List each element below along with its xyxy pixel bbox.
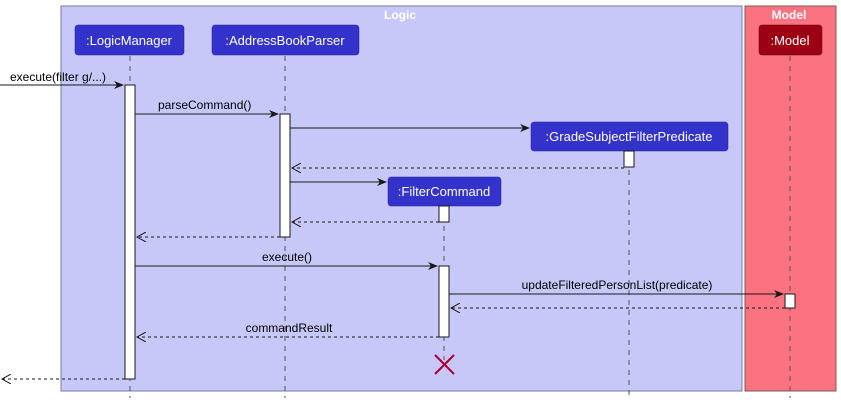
model-label: :Model [770, 33, 809, 48]
predicate-activation [623, 150, 635, 168]
predicate-label: :GradeSubjectFilterPredicate [546, 129, 713, 144]
model-group-title: Model [772, 8, 807, 22]
command-result-label: commandResult [246, 321, 333, 335]
update-filtered-label: updateFilteredPersonList(predicate) [522, 278, 713, 292]
address-book-parser-label: :AddressBookParser [225, 33, 345, 48]
parse-command-label: parseCommand() [158, 98, 251, 112]
model-head [758, 24, 823, 56]
filter-command-activation-1 [438, 205, 450, 223]
filter-command-activation-2 [438, 265, 450, 338]
address-book-parser-activation [279, 113, 291, 238]
logic-group-title: Logic [384, 8, 416, 22]
filter-command-label: :FilterCommand [398, 184, 490, 199]
execute-filter-label: execute(filter g/...) [10, 70, 106, 84]
destroy-marker [434, 354, 455, 375]
address-book-parser-head [211, 24, 360, 56]
model-activation [784, 293, 796, 309]
logic-manager-head [74, 24, 185, 56]
logic-manager-activation [124, 84, 136, 380]
execute-label: execute() [262, 250, 312, 264]
logic-manager-label: :LogicManager [86, 33, 173, 48]
